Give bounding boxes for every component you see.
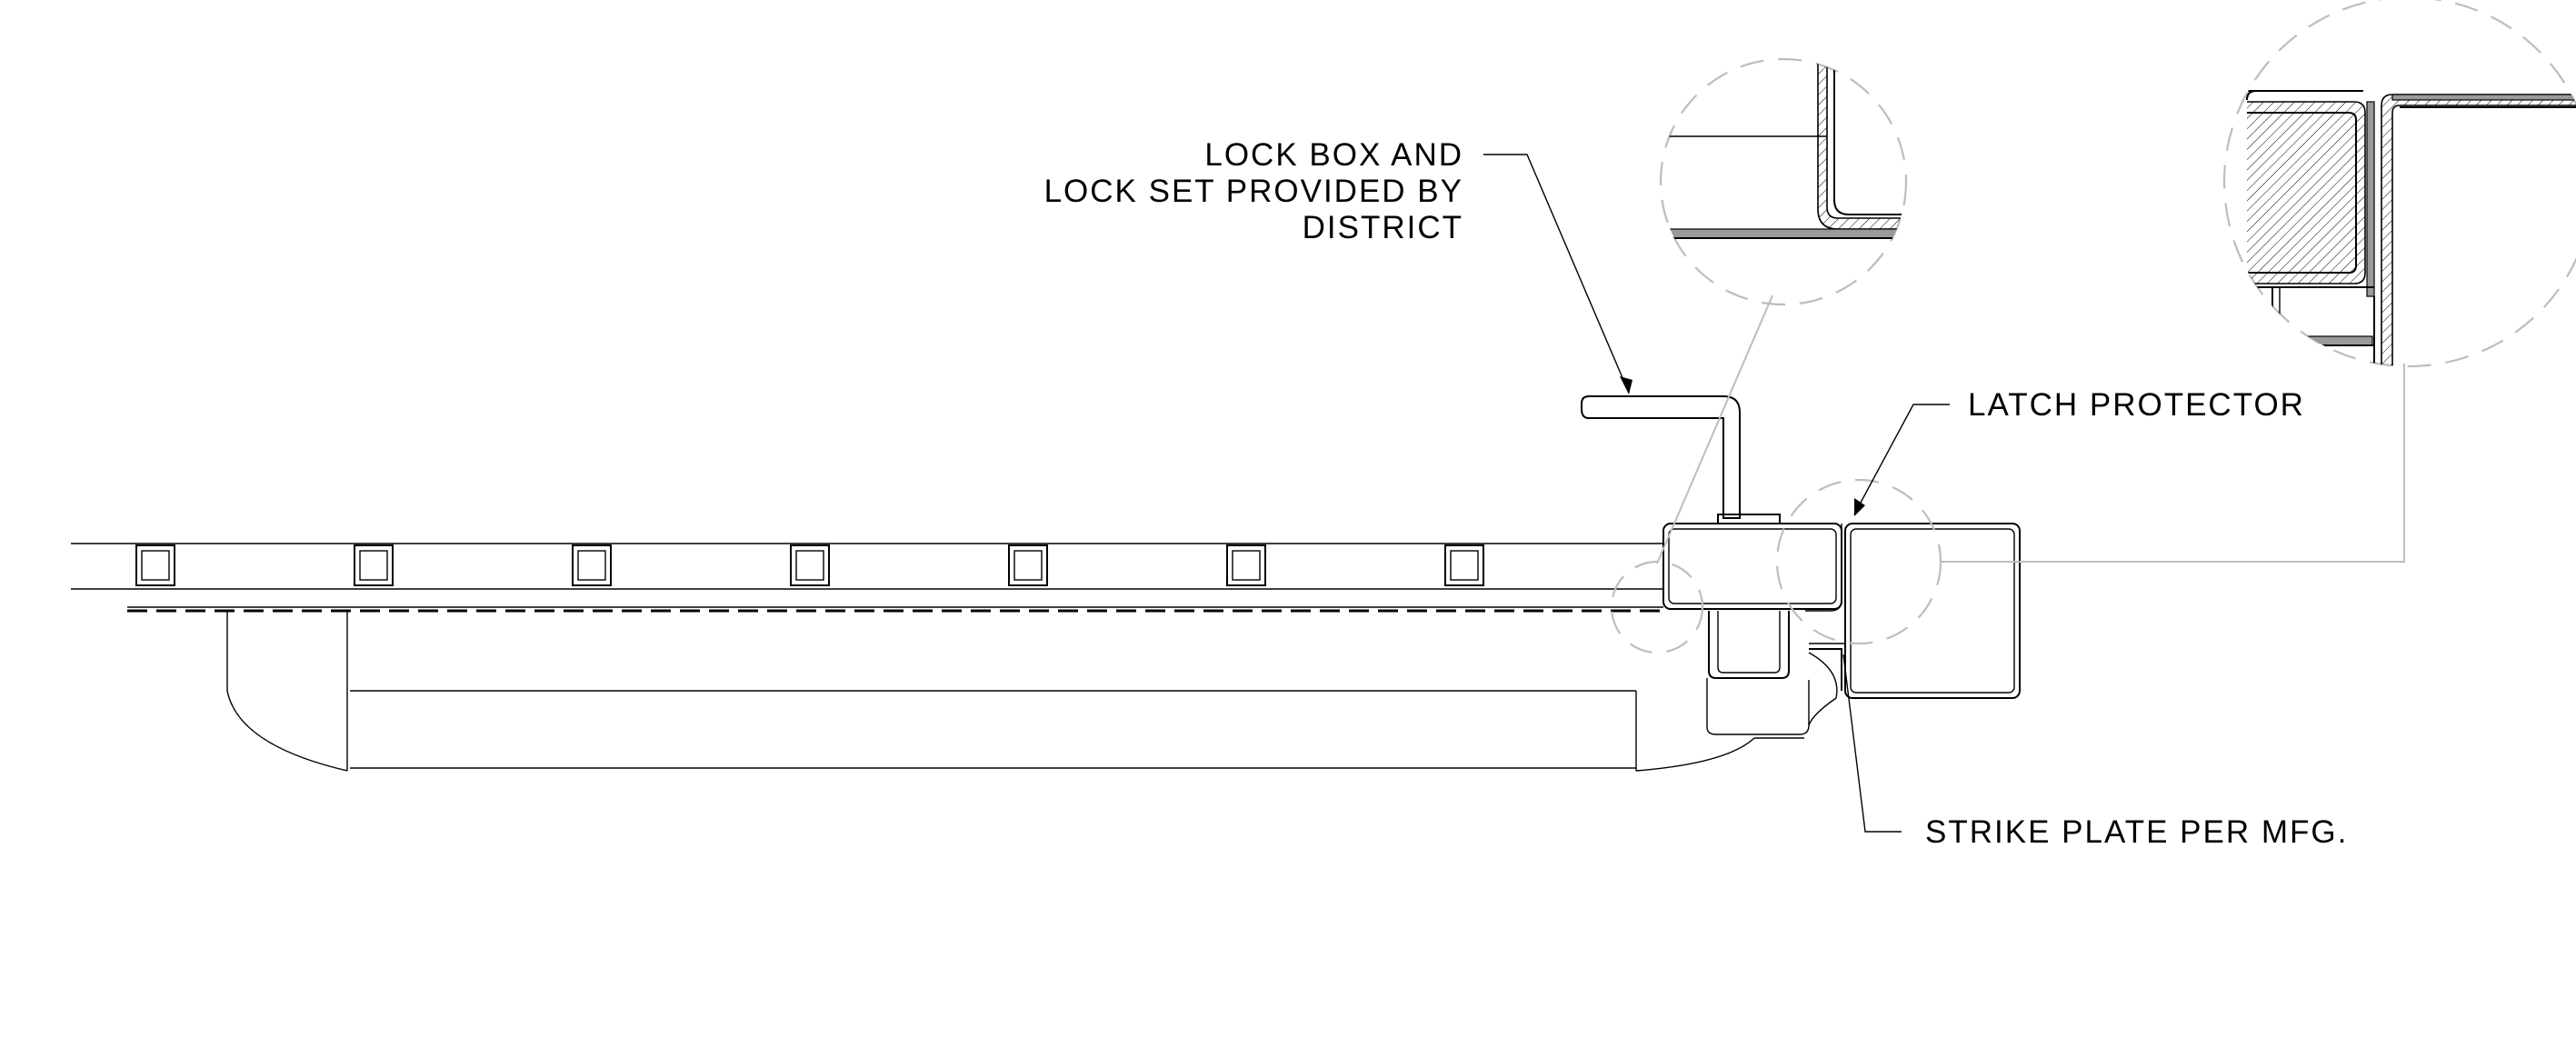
lock-box-label-line1: LOCK BOX AND (1204, 137, 1463, 173)
picket (135, 544, 175, 586)
lock-box-label-line2: LOCK SET PROVIDED BY (1044, 174, 1463, 209)
pickets (135, 544, 1484, 586)
picket (1444, 544, 1484, 586)
picket (1008, 544, 1048, 586)
latch-protector-label: LATCH PROTECTOR (1968, 387, 2305, 423)
strike-plate-label: STRIKE PLATE PER MFG. (1925, 814, 2348, 850)
annotations: LOCK BOX AND LOCK SET PROVIDED BY DISTRI… (1044, 137, 2348, 850)
enlarged-detail-2 (2222, 0, 2576, 368)
lock-box (1581, 395, 1842, 735)
picket (790, 544, 830, 586)
gate-rail (71, 543, 1663, 613)
bottom-channel (226, 611, 1804, 772)
picket (354, 544, 394, 586)
leaders (1483, 154, 1950, 833)
latch-protector (1805, 523, 2021, 726)
detail-callout-circles (1610, 294, 2405, 654)
lock-box-label-line3: DISTRICT (1303, 210, 1463, 245)
enlarged-detail-1 (1659, 57, 1908, 306)
picket (1226, 544, 1266, 586)
picket (572, 544, 612, 586)
